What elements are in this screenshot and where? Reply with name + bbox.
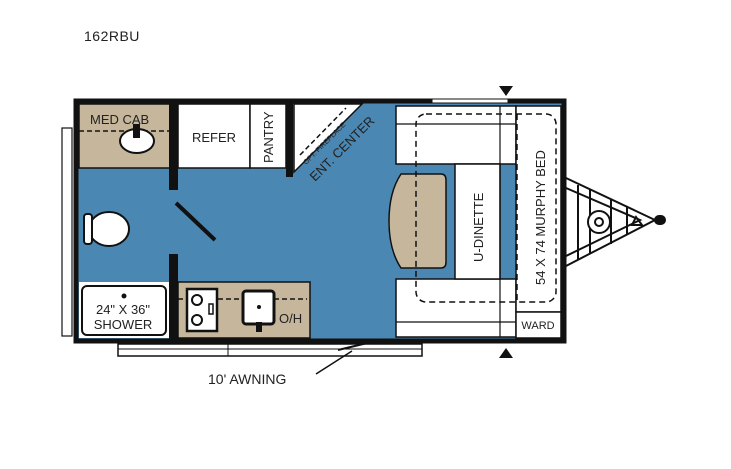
- dinette-label: U-DINETTE: [471, 192, 486, 262]
- med-cab-label: MED CAB: [90, 112, 149, 127]
- oh-label: O/H: [279, 311, 302, 326]
- murphy-bed: [515, 105, 562, 313]
- stove-icon: [185, 287, 219, 333]
- wardrobe: [515, 311, 562, 339]
- shower-size-label: 24" X 36": [96, 302, 150, 317]
- dinette-seat-bottom: [395, 278, 517, 338]
- hitch-icon: [565, 177, 658, 267]
- shower-label: SHOWER: [94, 317, 153, 332]
- axle-marker-top: [499, 86, 513, 96]
- refer-label: REFER: [192, 130, 236, 145]
- bath-door: [174, 201, 217, 242]
- pantry: [249, 103, 287, 169]
- axle-marker-bottom: [499, 348, 513, 358]
- dinette-table: [388, 173, 447, 269]
- murphy-bed-label: 54 X 74 MURPHY BED: [533, 150, 548, 285]
- exterior-wall: [73, 98, 567, 344]
- dinette-seat-back: [454, 163, 501, 280]
- shower: [81, 285, 167, 336]
- pantry-label: PANTRY: [261, 111, 276, 163]
- awning-leader: [315, 350, 353, 375]
- awning-label: 10' AWNING: [208, 371, 286, 387]
- ent-center: [293, 103, 364, 174]
- awning: [117, 343, 423, 357]
- kitchen-sink-icon: [241, 289, 276, 332]
- refer: [177, 103, 251, 169]
- ward-label: WARD: [521, 320, 554, 332]
- toilet-icon: [83, 211, 130, 247]
- model-title: 162RBU: [84, 28, 140, 44]
